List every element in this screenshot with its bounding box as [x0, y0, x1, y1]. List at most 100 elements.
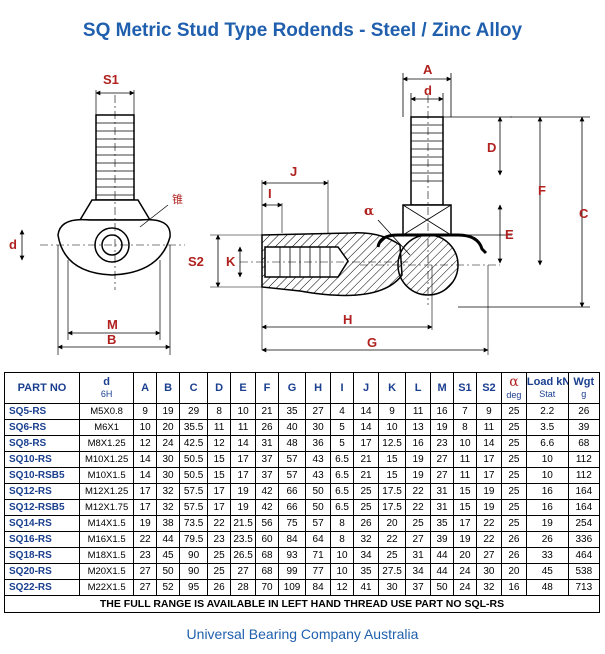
- table-cell: 4: [330, 403, 354, 420]
- table-cell: 43: [305, 451, 332, 468]
- dim-label-alpha: α: [364, 204, 374, 219]
- table-cell: 10: [525, 467, 569, 484]
- table-cell: 10: [230, 403, 257, 420]
- table-cell: 38: [156, 515, 181, 532]
- dim-label-m: M: [107, 317, 118, 332]
- table-cell: 42: [255, 483, 279, 500]
- column-header-label: A: [141, 382, 150, 394]
- table-cell: 19: [156, 403, 181, 420]
- thread-cell: M5X0.8: [79, 403, 135, 420]
- table-cell: 27: [305, 403, 332, 420]
- table-cell: 23: [430, 435, 454, 452]
- table-cell: 16: [430, 403, 454, 420]
- column-header-label: L: [414, 382, 422, 394]
- table-cell: 41: [353, 579, 379, 596]
- dim-label-f: F: [538, 183, 546, 198]
- table-cell: 27: [133, 563, 158, 580]
- table-cell: 17: [133, 499, 158, 516]
- table-cell: 27: [430, 451, 454, 468]
- column-header-label: d: [103, 376, 110, 388]
- table-cell: 35: [277, 403, 307, 420]
- thread-cell: M10X1.5: [79, 467, 135, 484]
- thread-cell: M12X1.25: [79, 483, 135, 500]
- table-cell: 26: [500, 531, 527, 548]
- dim-label-a: A: [423, 62, 433, 77]
- table-cell: 24: [156, 435, 181, 452]
- table-cell: 17: [475, 467, 502, 484]
- table-cell: 19: [133, 515, 158, 532]
- left-view: [19, 90, 185, 355]
- table-cell: 43: [305, 467, 332, 484]
- table-cell: 70: [255, 579, 279, 596]
- table-cell: 12: [133, 435, 158, 452]
- table-cell: 66: [277, 499, 307, 516]
- table-cell: 40: [277, 419, 307, 436]
- table-cell: 45: [156, 547, 181, 564]
- table-cell: 27.5: [377, 563, 407, 580]
- table-cell: 164: [567, 499, 601, 516]
- column-header: B: [156, 372, 181, 404]
- table-cell: 6.5: [330, 467, 354, 484]
- table-cell: 20: [156, 419, 181, 436]
- column-header-sublabel: Stat: [539, 389, 556, 399]
- table-cell: 57: [277, 467, 307, 484]
- table-cell: 27: [475, 547, 502, 564]
- table-cell: 19: [453, 531, 477, 548]
- table-cell: 36: [305, 435, 332, 452]
- table-cell: 5: [330, 435, 354, 452]
- table-cell: 50.5: [179, 451, 209, 468]
- page-title: SQ Metric Stud Type Rodends - Steel / Zi…: [82, 20, 523, 41]
- table-cell: 35.5: [179, 419, 209, 436]
- table-cell: 27: [405, 531, 432, 548]
- part-number-cell: SQ20-RS: [3, 563, 81, 580]
- table-cell: 26: [525, 531, 569, 548]
- column-header: F: [255, 372, 279, 404]
- table-cell: 8: [330, 531, 354, 548]
- dim-label-k: K: [226, 254, 236, 269]
- table-cell: 50: [305, 483, 332, 500]
- table-cell: 68: [255, 563, 279, 580]
- column-header: E: [230, 372, 257, 404]
- table-cell: 464: [567, 547, 601, 564]
- table-cell: 31: [430, 483, 454, 500]
- table-cell: 11: [475, 419, 502, 436]
- dim-label-h: H: [343, 312, 352, 327]
- table-cell: 32: [475, 579, 502, 596]
- table-cell: 22: [475, 531, 502, 548]
- table-cell: 12: [330, 579, 354, 596]
- table-cell: 73.5: [179, 515, 209, 532]
- table-cell: 39: [567, 419, 601, 436]
- dim-label-c: C: [579, 206, 589, 221]
- part-number-cell: SQ10-RS: [3, 451, 81, 468]
- table-cell: 15: [207, 451, 232, 468]
- column-header: D: [207, 372, 232, 404]
- table-cell: 16: [525, 483, 569, 500]
- table-cell: 25: [500, 403, 527, 420]
- table-cell: 20: [377, 515, 407, 532]
- table-cell: 99: [277, 563, 307, 580]
- thread-cell: M20X1.5: [79, 563, 135, 580]
- table-cell: 11: [453, 467, 477, 484]
- thread-cell: M10X1.25: [79, 451, 135, 468]
- table-cell: 26: [500, 547, 527, 564]
- table-cell: 42.5: [179, 435, 209, 452]
- table-cell: 39: [430, 531, 454, 548]
- column-header-label: I: [340, 382, 344, 394]
- table-cell: 21: [353, 467, 379, 484]
- table-cell: 26: [353, 515, 379, 532]
- table-cell: 11: [207, 419, 232, 436]
- table-cell: 16: [405, 435, 432, 452]
- table-cell: 84: [277, 531, 307, 548]
- table-cell: 14: [133, 451, 158, 468]
- dim-label-s2: S2: [188, 254, 204, 269]
- table-cell: 15: [377, 451, 407, 468]
- table-cell: 11: [230, 419, 257, 436]
- table-cell: 42: [255, 499, 279, 516]
- technical-drawing: S1 d M B S2 K J I H G A d D F C E α 锥: [9, 62, 590, 355]
- table-cell: 19: [475, 499, 502, 516]
